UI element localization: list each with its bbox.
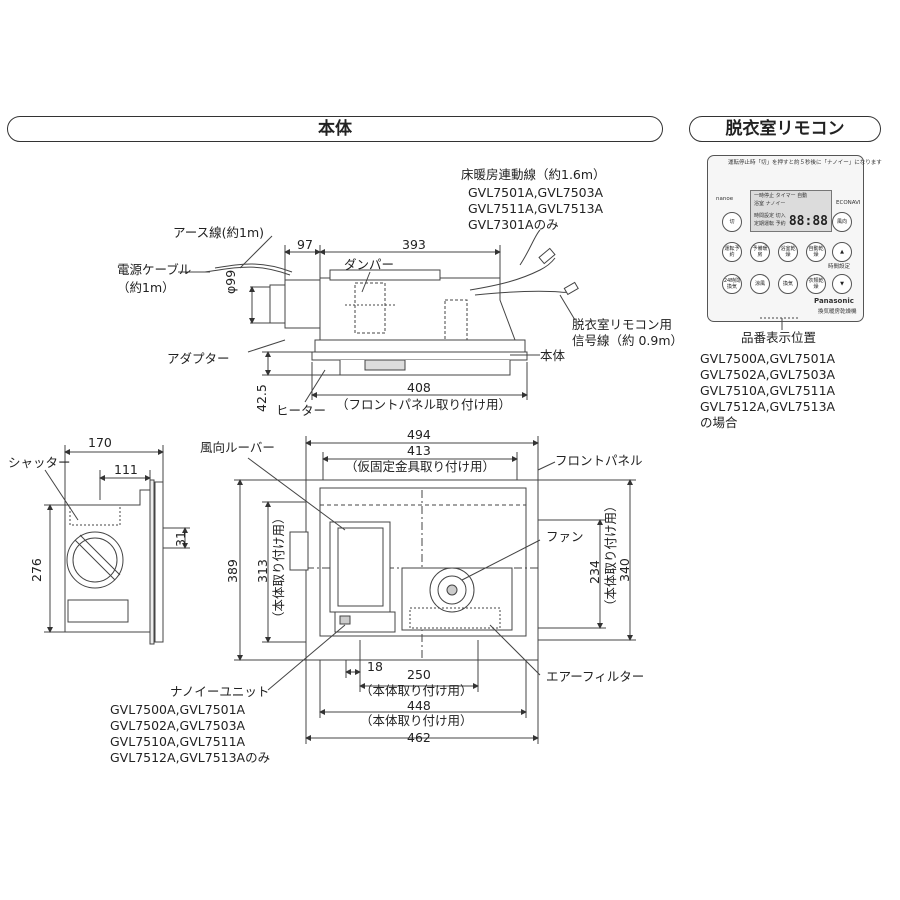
side-view-drawing: [44, 445, 190, 645]
cloth-dry-button[interactable]: 衣類乾燥: [806, 274, 826, 294]
nanoe-model-2: GVL7502A,GVL7503A: [110, 718, 246, 733]
remote-model-3: GVL7510A,GVL7511A: [700, 383, 836, 398]
dim-276: 276: [29, 558, 44, 582]
run-reserve-button[interactable]: 運転予約: [722, 242, 742, 262]
vent-button[interactable]: 換気: [778, 274, 798, 294]
nanoe-model-3: GVL7510A,GVL7511A: [110, 734, 246, 749]
front-view-drawing: [234, 436, 636, 744]
dim-462: 462: [407, 730, 431, 745]
cool-wind-button[interactable]: 涼風: [750, 274, 770, 294]
front-panel-mount-label: （フロントパネル取り付け用）: [336, 397, 512, 412]
dim-448: 448: [407, 698, 431, 713]
up-button[interactable]: ▲: [832, 242, 852, 262]
body-mount-vertical-label-2: （本体取り付け用）: [603, 499, 618, 612]
floor-heating-model-1: GVL7501A,GVL7503A: [468, 185, 604, 200]
damper-label: ダンパー: [344, 257, 395, 272]
body-mount-horizontal-label: （本体取り付け用）: [360, 683, 473, 698]
dim-42-5: 42.5: [254, 384, 269, 412]
lcd-line-2: 浴室 ナノイー: [754, 201, 786, 207]
dim-97: 97: [297, 237, 313, 252]
dim-phi99: φ99: [223, 269, 238, 294]
floor-heating-model-2: GVL7511A,GVL7513A: [468, 201, 604, 216]
remote-header: 脱衣室リモコン: [689, 116, 881, 142]
remote-signal-line-label: 脱衣室リモコン用: [572, 317, 673, 332]
panasonic-logo: Panasonic: [814, 297, 854, 305]
dim-250: 250: [407, 667, 431, 682]
remote-model-4: GVL7512A,GVL7513A: [700, 399, 836, 414]
dim-313: 313: [255, 559, 270, 583]
remote-lcd: 一時停止 タイマー 自動 浴室 ナノイー 時間設定 切入 定期運転 予約 88:…: [750, 190, 832, 232]
power-cable-length-label: （約1m）: [117, 280, 175, 295]
lcd-line-4: 定期運転 予約: [754, 221, 786, 227]
dim-389: 389: [225, 559, 240, 583]
dim-234: 234: [587, 560, 602, 584]
remote-model-note: の場合: [700, 415, 738, 430]
main-body-header: 本体: [7, 116, 663, 142]
dim-408: 408: [407, 380, 431, 395]
floor-heating-line-label: 床暖房連動線（約1.6m）: [461, 167, 606, 182]
louver-label: 風向ルーバー: [200, 440, 275, 455]
dim-494: 494: [407, 427, 431, 442]
nanoe-logo: nanoe: [716, 196, 734, 202]
nanoe-model-1: GVL7500A,GVL7501A: [110, 702, 246, 717]
down-button[interactable]: ▼: [832, 274, 852, 294]
dim-393: 393: [402, 237, 426, 252]
time-set-label: 時間設定: [828, 264, 851, 270]
wind-direction-button[interactable]: 風向: [832, 212, 852, 232]
lcd-line-1: 一時停止 タイマー 自動: [754, 193, 808, 199]
body-mount-horizontal-label-2: （本体取り付け用）: [360, 713, 473, 728]
power-cable-label: 電源ケーブル: [117, 262, 192, 277]
nanoe-unit-label: ナノイーユニット: [170, 684, 270, 699]
shutter-label: シャッター: [8, 455, 71, 470]
air-filter-label: エアーフィルター: [546, 669, 645, 684]
dim-31: 31: [173, 531, 188, 547]
remote-model-1: GVL7500A,GVL7501A: [700, 351, 836, 366]
dim-340: 340: [617, 558, 632, 582]
lcd-digits: 88:88: [788, 214, 828, 229]
adapter-label: アダプター: [167, 351, 230, 366]
top-view-drawing: [178, 229, 579, 403]
floor-heating-model-3: GVL7301Aのみ: [468, 217, 559, 232]
earth-wire-label: アース線(約1m): [173, 225, 265, 240]
nanoe-model-4: GVL7512A,GVL7513Aのみ: [110, 750, 271, 765]
lcd-line-3: 時間設定 切入: [754, 213, 786, 219]
auto-dry-button[interactable]: 自動乾燥: [806, 242, 826, 262]
econavi-logo: ECONAVI: [836, 200, 861, 206]
bath-dry-button[interactable]: 浴室乾燥: [778, 242, 798, 262]
main-body-label: 本体: [540, 348, 566, 363]
bathroom-remote-illustration: 運転停止時「切」を押すと約５秒後に「ナノイー」になります nanoe ECONA…: [707, 155, 882, 322]
body-mount-vertical-label: （本体取り付け用）: [271, 511, 286, 624]
dim-111: 111: [114, 462, 138, 477]
remote-model-2: GVL7502A,GVL7503A: [700, 367, 836, 382]
remote-signal-line-length: 信号線（約 0.9m）: [572, 333, 684, 348]
dim-18: 18: [367, 659, 383, 674]
model-position-label: 品番表示位置: [741, 330, 817, 345]
remote-bottom-label: 換気暖房乾燥機: [818, 309, 857, 315]
off-button[interactable]: 切: [722, 212, 742, 232]
temp-bracket-mount-label: （仮固定金具取り付け用）: [345, 459, 496, 474]
24h-vent-button[interactable]: 24時間換気: [722, 274, 742, 294]
dim-170: 170: [88, 435, 112, 450]
dim-413: 413: [407, 443, 431, 458]
heater-label: ヒーター: [276, 403, 327, 418]
fan-label: ファン: [546, 529, 584, 544]
front-panel-label: フロントパネル: [555, 453, 643, 468]
remote-top-note: 運転停止時「切」を押すと約５秒後に「ナノイー」になります: [728, 160, 882, 166]
preheat-button[interactable]: 予備暖房: [750, 242, 770, 262]
